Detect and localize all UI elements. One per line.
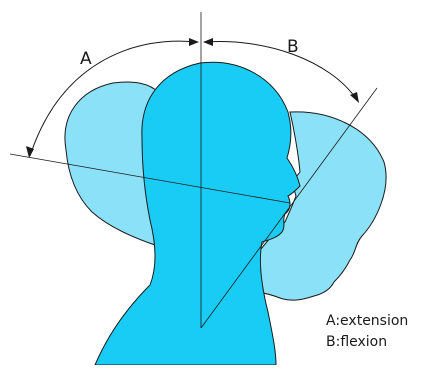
legend-flexion: B:flexion <box>326 334 387 350</box>
extension-arc-arrowhead-top <box>189 38 199 46</box>
extension-arc <box>29 40 197 157</box>
extension-arc-arrowhead-bottom <box>26 146 34 158</box>
flexion-arc <box>205 41 358 101</box>
extension-axis-line <box>9 153 291 204</box>
main-head-shape <box>94 61 301 366</box>
flexion-axis-line <box>200 87 378 329</box>
flexion-arc-arrowhead-top <box>203 38 213 46</box>
legend-extension: A:extension <box>326 313 408 329</box>
arc-label-b: B <box>287 37 299 57</box>
arc-label-a: A <box>80 49 92 69</box>
flexion-arc-arrowhead-bottom <box>350 92 359 103</box>
